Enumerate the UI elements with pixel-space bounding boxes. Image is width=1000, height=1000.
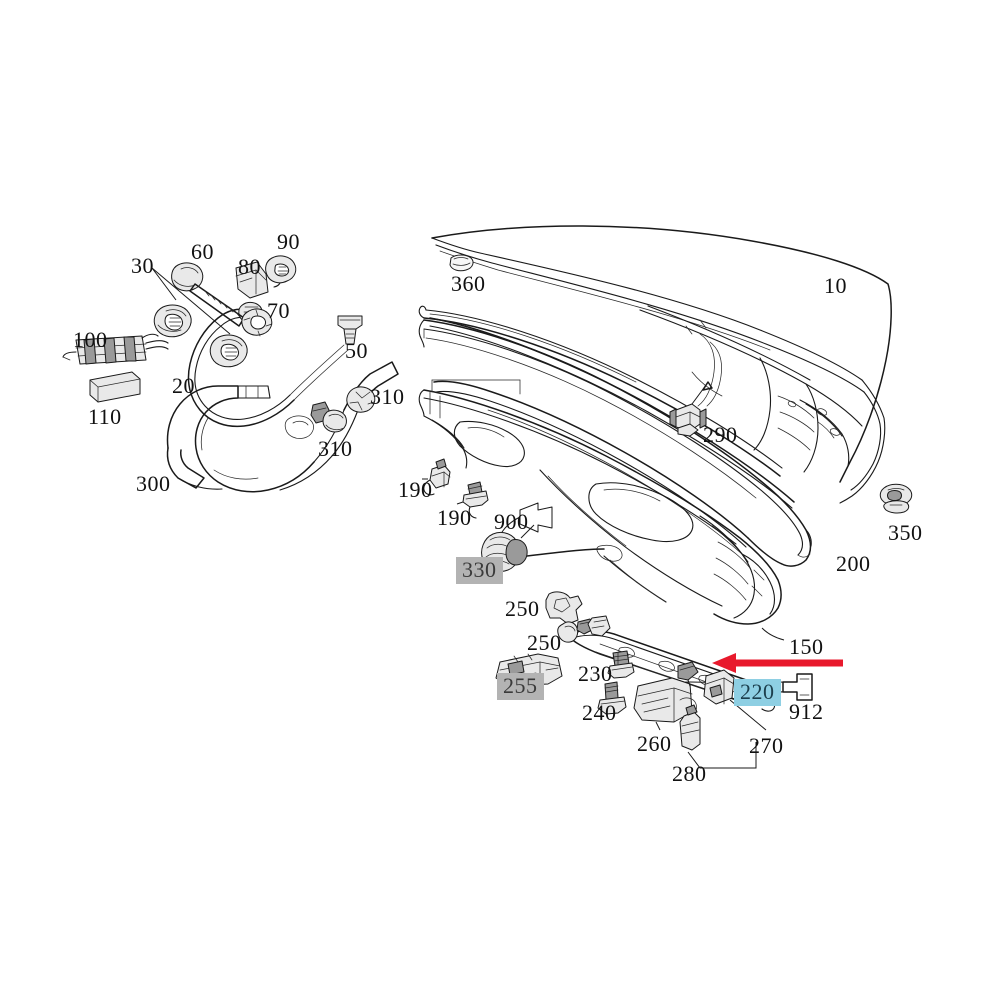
callout-number-350: 350 [888, 520, 923, 545]
callout-number-60: 60 [191, 239, 214, 264]
callout-number-150: 150 [789, 634, 824, 659]
part-200-trunk-seal [418, 317, 812, 567]
callout-number-50: 50 [345, 338, 368, 363]
part-330-grommet [481, 524, 535, 573]
part-10-trunk-lid-panel [431, 225, 892, 504]
part-900-direction-symbol [501, 502, 553, 533]
part-60-bolt [171, 262, 245, 327]
part-230-screw [607, 650, 635, 679]
callout-number-220: 220 [734, 679, 781, 706]
callout-number-310: 310 [370, 384, 405, 409]
part-290-clip [669, 381, 713, 437]
callout-number-330: 330 [456, 557, 503, 584]
part-350-fastener [879, 483, 913, 514]
part-190-clip-a [422, 458, 451, 496]
callout-number-900: 900 [494, 509, 529, 534]
callout-number-250: 250 [527, 630, 562, 655]
part-110-block [89, 371, 141, 403]
callout-number-30: 30 [131, 253, 154, 278]
part-250-clip-a [545, 591, 583, 625]
callout-number-190: 190 [398, 477, 433, 502]
part-150-trunk-inner-panel [418, 379, 782, 625]
callout-number-360: 360 [451, 271, 486, 296]
callout-number-270: 270 [749, 733, 784, 758]
callout-number-100: 100 [73, 327, 108, 352]
callout-number-250: 250 [505, 596, 540, 621]
callout-number-300: 300 [136, 471, 171, 496]
part-280-bulb [679, 704, 757, 769]
part-240-bolt [597, 681, 627, 715]
callout-number-190: 190 [437, 505, 472, 530]
lead-150 [761, 627, 785, 641]
callout-number-230: 230 [578, 661, 613, 686]
callout-number-70: 70 [267, 298, 290, 323]
callout-number-80: 80 [238, 254, 261, 279]
part-360-grommet [449, 254, 474, 272]
callout-number-310: 310 [318, 436, 353, 461]
callout-number-912: 912 [789, 699, 824, 724]
red-pointer-arrow [712, 653, 843, 673]
callout-number-200: 200 [836, 551, 871, 576]
part-50-bolt [337, 315, 363, 345]
part-250-clip-b [557, 615, 611, 643]
callout-number-240: 240 [582, 700, 617, 725]
part-70-washer [241, 308, 273, 337]
part-90-nut [265, 255, 297, 284]
callout-number-10: 10 [824, 273, 847, 298]
part-300-hinge-bracket [166, 361, 399, 493]
callout-number-110: 110 [88, 404, 122, 429]
part-30-bushing-2 [151, 267, 248, 368]
callout-number-255: 255 [497, 673, 544, 700]
part-30-bushing [151, 267, 192, 338]
part-310-fastener-b [310, 401, 347, 433]
part-310-clip-a [346, 386, 376, 413]
callout-number-290: 290 [703, 422, 738, 447]
callout-number-20: 20 [172, 373, 195, 398]
part-100-latch-mechanism [62, 333, 169, 365]
part-190-clip-b [456, 481, 489, 519]
callout-number-280: 280 [672, 761, 707, 786]
part-200-upper-seal-strip [418, 305, 783, 477]
callout-number-90: 90 [277, 229, 300, 254]
callout-number-260: 260 [637, 731, 672, 756]
